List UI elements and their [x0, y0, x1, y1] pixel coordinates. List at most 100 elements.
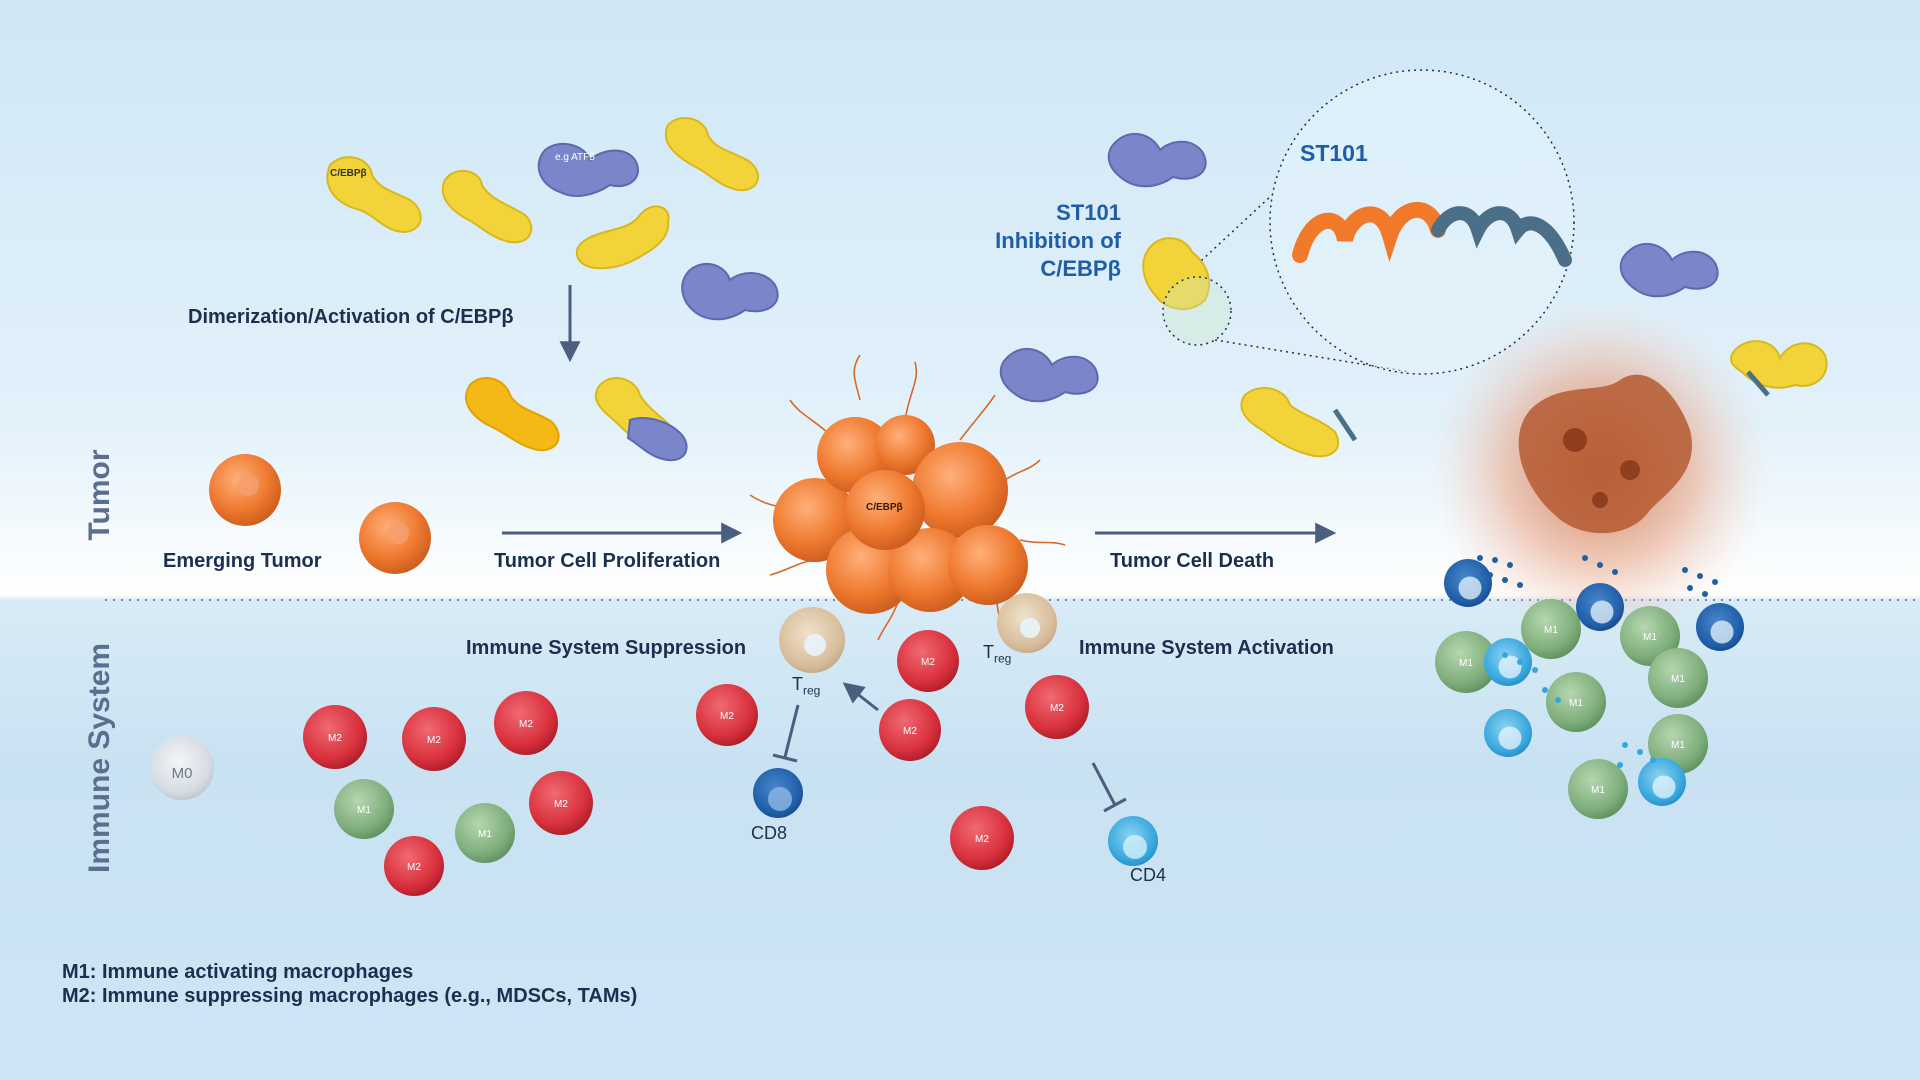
macrophage-left-1: M2	[303, 705, 367, 769]
cebpb-dimer	[465, 376, 688, 462]
m0-label: M0	[172, 765, 193, 782]
m2-label: M2	[903, 726, 917, 737]
emerging-tumor-label: Emerging Tumor	[163, 550, 322, 572]
dimerization-label: Dimerization/Activation of C/EBPβ	[188, 306, 514, 328]
m1-label: M1	[1459, 658, 1473, 669]
m2-label: M2	[554, 799, 568, 810]
m1-label: M1	[1544, 625, 1558, 636]
st101-title-line-3: C/EBPβ	[1040, 256, 1121, 281]
cd4-cell	[1108, 816, 1158, 866]
immune-activation-label: Immune System Activation	[1079, 637, 1334, 659]
cd4-cell-right-3	[1638, 758, 1686, 806]
st101-zoom-label: ST101	[1300, 140, 1368, 166]
atf5-protein-4	[1107, 132, 1207, 188]
macrophage-right-7: M1	[1568, 759, 1628, 819]
m2-label: M2	[720, 711, 734, 722]
atf5-protein-5	[1619, 242, 1719, 298]
cebpb-protein-1	[326, 156, 422, 234]
m1-label: M1	[1671, 740, 1685, 751]
tumor-cluster-label: C/EBPβ	[866, 502, 903, 513]
m2-cd4-inhibit-line	[1091, 762, 1117, 806]
macrophage-left-2: M2	[402, 707, 466, 771]
m1-label: M1	[1591, 785, 1605, 796]
cd8-cell	[753, 768, 803, 818]
treg-cd8-inhibit-line	[783, 704, 800, 758]
treg-t: T	[792, 674, 803, 694]
m2-label: M2	[519, 719, 533, 730]
m2-label: M2	[407, 862, 421, 873]
cebpb-protein-3	[664, 116, 760, 192]
emerging-tumor-cell-1	[209, 454, 281, 526]
m2-label: M2	[328, 733, 342, 744]
cytokine-dots-light	[1502, 652, 1656, 768]
macrophage-left-6: M1	[455, 803, 515, 863]
macrophage-left-4: M1	[334, 779, 394, 839]
macrophage-right-1: M1	[1435, 631, 1497, 693]
cd4-label: CD4	[1130, 865, 1167, 885]
m2-label: M2	[975, 834, 989, 845]
inhibited-cebpb-2	[1729, 340, 1828, 397]
legend-m2: M2: Immune suppressing macrophages (e.g.…	[62, 985, 638, 1007]
treg-label-2: Treg	[983, 642, 1011, 666]
cd8-cell-right-2	[1576, 583, 1624, 631]
st101-title-line-2: Inhibition of	[995, 228, 1121, 253]
emerging-tumor-cell-2	[359, 502, 431, 574]
cd8-cell-right-1	[1444, 559, 1492, 607]
m2-label: M2	[427, 735, 441, 746]
treg-label-1: Treg	[792, 674, 820, 698]
macrophage-mid-5: M2	[950, 806, 1014, 870]
m1-label: M1	[1569, 698, 1583, 709]
macrophage-mid-4: M2	[1025, 675, 1089, 739]
dying-tumor-mass	[1430, 300, 1770, 640]
treg-sub: reg	[803, 683, 821, 698]
tumor-cluster	[749, 354, 1066, 641]
macrophage-right-2: M1	[1521, 599, 1581, 659]
macrophage-left-5: M2	[529, 771, 593, 835]
treg-cell-2	[997, 593, 1057, 653]
m1-label: M1	[1671, 674, 1685, 685]
immune-suppression-label: Immune System Suppression	[466, 637, 747, 659]
macrophage-left-3: M2	[494, 691, 558, 755]
treg-sub: reg	[994, 651, 1012, 666]
cytokine-dots	[1477, 555, 1718, 597]
tumor-section-label: Tumor	[83, 449, 116, 541]
m2-cd4-inhibit-bar	[1103, 797, 1127, 813]
m2-label: M2	[921, 657, 935, 668]
st101-zoom	[1142, 69, 1575, 375]
immune-section-label: Immune System	[83, 642, 116, 873]
macrophage-mid-2: M2	[696, 684, 758, 746]
atf5-protein-label: e.g ATF5	[555, 152, 595, 163]
macrophage-left-7: M2	[384, 836, 444, 896]
macrophage-mid-3: M2	[879, 699, 941, 761]
cd4-cell-right-2	[1484, 709, 1532, 757]
atf5-protein-2	[681, 262, 779, 321]
st101-title: ST101 Inhibition of C/EBPβ	[940, 199, 1121, 283]
cebpb-protein-label: C/EBPβ	[330, 168, 367, 179]
treg-cell-1	[779, 607, 845, 673]
atf5-protein-3	[999, 347, 1099, 403]
treg-t: T	[983, 642, 994, 662]
tumor-cell-death-label: Tumor Cell Death	[1110, 550, 1275, 572]
st101-title-line-1: ST101	[1056, 200, 1121, 225]
cd8-label: CD8	[751, 823, 788, 843]
m1-label: M1	[357, 805, 371, 816]
atf5-protein-1	[537, 142, 639, 197]
m1-label: M1	[478, 829, 492, 840]
m2-label: M2	[1050, 703, 1064, 714]
cd8-cell-right-3	[1696, 603, 1744, 651]
treg-cd8-inhibit-bar	[772, 753, 798, 763]
m2-treg-arrow	[842, 682, 879, 712]
tumor-cell-proliferation-label: Tumor Cell Proliferation	[494, 550, 721, 572]
cd4-cell-right-1	[1484, 638, 1532, 686]
cebpb-protein-4	[575, 205, 670, 270]
macrophage-mid-1: M2	[897, 630, 959, 692]
inhibited-cebpb-1	[1240, 386, 1358, 458]
legend-m1: M1: Immune activating macrophages	[62, 961, 414, 983]
m1-label: M1	[1643, 632, 1657, 643]
m0-macrophage: M0	[150, 736, 214, 800]
macrophage-right-5: M1	[1546, 672, 1606, 732]
cebpb-protein-2	[441, 170, 533, 244]
macrophage-right-4: M1	[1648, 648, 1708, 708]
